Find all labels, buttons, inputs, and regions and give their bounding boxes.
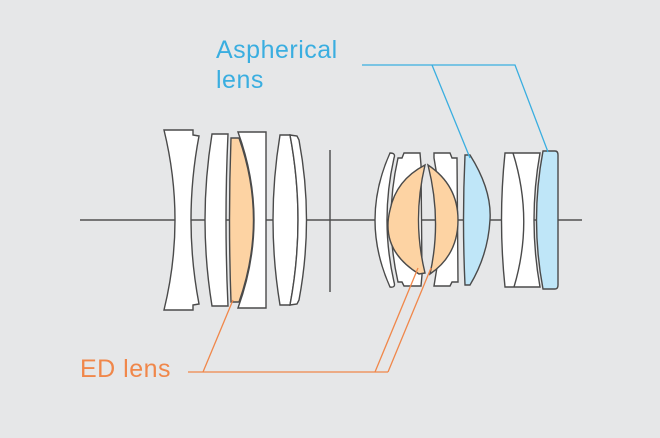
- ed-lens-element-3: [426, 163, 459, 276]
- lens-element-10-inner: [512, 152, 525, 288]
- lens-element-6: [374, 152, 396, 288]
- aspherical-lens-label: Aspherical lens: [216, 35, 338, 95]
- lens-element-5b: [289, 134, 308, 306]
- ed-leader-line-2: [374, 267, 419, 373]
- lens-element-1: [163, 129, 200, 311]
- ed-leader-line-1: [202, 299, 234, 373]
- lens-element-2: [204, 133, 229, 307]
- aspherical-leader-line-1: [362, 64, 549, 153]
- ed-leader-line-3: [387, 267, 432, 373]
- aspherical-leader-line-2: [431, 64, 471, 159]
- ed-lens-label: ED lens: [80, 355, 172, 383]
- aspherical-lens-element-1: [462, 154, 491, 286]
- ed-lens-element-1: [228, 137, 255, 303]
- aspherical-label-line2: lens: [216, 66, 264, 94]
- aspherical-label-line1: Aspherical: [216, 36, 338, 64]
- aspherical-lens-element-2: [535, 150, 559, 290]
- ed-lens-element-2: [387, 163, 427, 275]
